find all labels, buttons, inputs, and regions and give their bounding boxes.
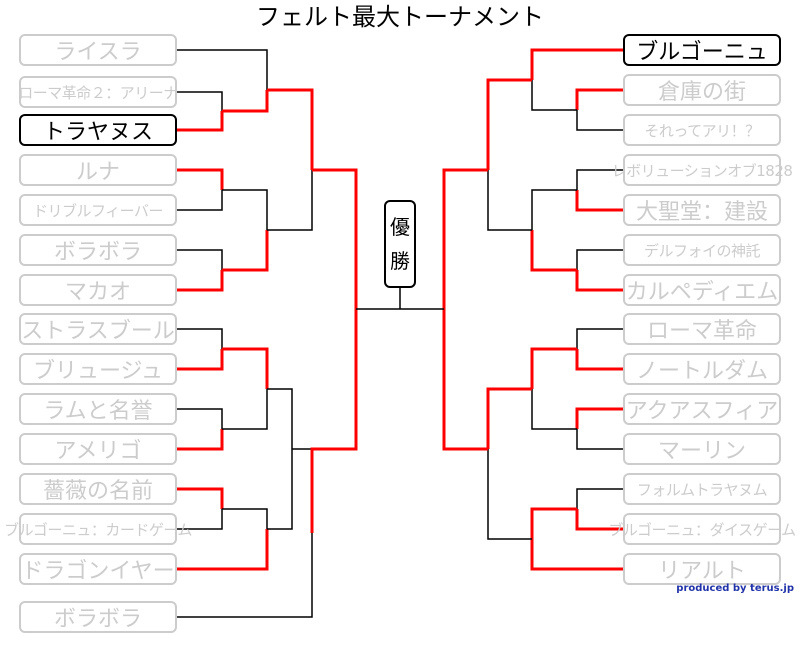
champion-label-2: 勝 [390, 249, 410, 273]
bracket-line-16 [177, 429, 224, 451]
bracket-line-27 [312, 168, 358, 309]
left-entry-12: 薔薇の名前 [19, 473, 177, 505]
bracket-line-46 [530, 347, 577, 389]
bracket-line-4 [222, 90, 269, 113]
bracket-line-30 [575, 88, 623, 110]
left-entry-14: ドラゴンイヤー [19, 553, 177, 585]
bracket-line-15 [177, 408, 223, 429]
champion-label-1: 優 [390, 215, 410, 239]
right-entry-9: ノートルダム [623, 353, 781, 385]
bracket-line-37 [575, 270, 623, 292]
bracket-line-34 [576, 169, 623, 190]
bracket-line-25 [292, 448, 313, 533]
right-entry-14: リアルト [623, 553, 781, 585]
left-entry-9: ブリュージュ [19, 353, 177, 385]
right-entry-4: レボリューションオブ1828 [612, 154, 793, 186]
bracket-line-35 [575, 190, 623, 212]
bracket-line-18 [222, 389, 268, 430]
champion-box: 優 勝 [384, 200, 416, 288]
bracket-line-21 [222, 508, 268, 529]
left-entry-4: ルナ [19, 154, 177, 186]
left-entry-6: ボラボラ [19, 234, 177, 266]
bracket-line-11 [267, 88, 314, 170]
right-entry-8: ローマ革命 [623, 313, 781, 345]
bracket-line-50 [530, 507, 577, 539]
left-entry-2: ローマ革命２：アリーナ [18, 76, 178, 108]
bracket-line-6 [177, 190, 223, 211]
bracket-line-43 [575, 349, 623, 371]
bracket-line-5 [177, 168, 224, 190]
left-entry-1: ライスラ [19, 34, 177, 66]
right-entry-6: デルフォイの神託 [623, 234, 781, 266]
credit-text: produced by terus.jp [676, 583, 794, 594]
bracket-line-39 [530, 230, 577, 272]
bracket-line-10 [222, 230, 269, 272]
left-entry-10: ラムと名誉 [19, 393, 177, 425]
bracket-line-14 [177, 349, 224, 371]
page-title: フェルト最大トーナメント [256, 3, 544, 31]
bracket-line-54 [442, 168, 488, 309]
bracket-line-53 [487, 449, 532, 540]
bracket-line-45 [576, 429, 623, 450]
right-entry-2: 倉庫の街 [623, 74, 781, 106]
bracket-line-1 [177, 91, 223, 111]
left-entry-3: トラヤヌス [19, 114, 177, 146]
left-entry-15: ボラボラ [19, 601, 177, 633]
right-entry-10: アクアスフィア [623, 393, 781, 425]
bracket-line-32 [530, 48, 623, 80]
bracket-line-2 [177, 111, 224, 132]
right-entry-13: ブルゴーニュ：ダイスゲーム [608, 513, 796, 545]
bracket-line-48 [576, 488, 623, 509]
left-entry-7: マカオ [19, 274, 177, 306]
bracket-line-52 [486, 387, 532, 449]
bracket-line-33 [531, 80, 577, 111]
bracket-line-9 [222, 189, 268, 230]
bracket-line-47 [531, 389, 577, 430]
left-entry-8: ストラスブール [19, 313, 177, 345]
bracket-line-41 [487, 170, 532, 231]
bracket-line-36 [576, 249, 623, 270]
right-entry-1: ブルゴーニュ [623, 34, 781, 66]
right-entry-7: カルペディエム [623, 274, 781, 306]
bracket-line-13 [177, 328, 223, 349]
left-entry-13: ブルゴーニュ：カードゲーム [4, 513, 192, 545]
left-entry-11: アメリゴ [19, 433, 177, 465]
bracket-line-31 [576, 110, 623, 131]
bracket-line-3 [177, 49, 268, 90]
bracket-line-19 [177, 487, 224, 509]
bracket-line-44 [575, 407, 623, 429]
left-entry-5: ドリブルフィーバー [19, 194, 177, 226]
bracket-line-20 [177, 509, 223, 530]
bracket-line-12 [267, 170, 313, 231]
bracket-line-40 [486, 78, 532, 170]
bracket-line-26 [177, 533, 313, 618]
bracket-line-17 [222, 347, 269, 389]
bracket-line-49 [575, 509, 623, 531]
bracket-line-8 [177, 270, 224, 292]
right-entry-5: 大聖堂：建設 [623, 194, 781, 226]
bracket-line-22 [177, 529, 269, 571]
bracket-line-51 [530, 539, 623, 571]
bracket-line-28 [310, 309, 358, 533]
bracket-line-7 [177, 249, 223, 270]
bracket-line-24 [267, 449, 293, 530]
bracket-line-23 [267, 388, 293, 449]
right-entry-3: それってアリ！？ [623, 114, 781, 146]
bracket-line-55 [442, 309, 488, 451]
bracket-line-42 [576, 328, 623, 349]
right-entry-12: フォルムトラヤヌム [623, 473, 781, 505]
bracket-line-38 [531, 189, 577, 230]
right-entry-11: マーリン [623, 433, 781, 465]
